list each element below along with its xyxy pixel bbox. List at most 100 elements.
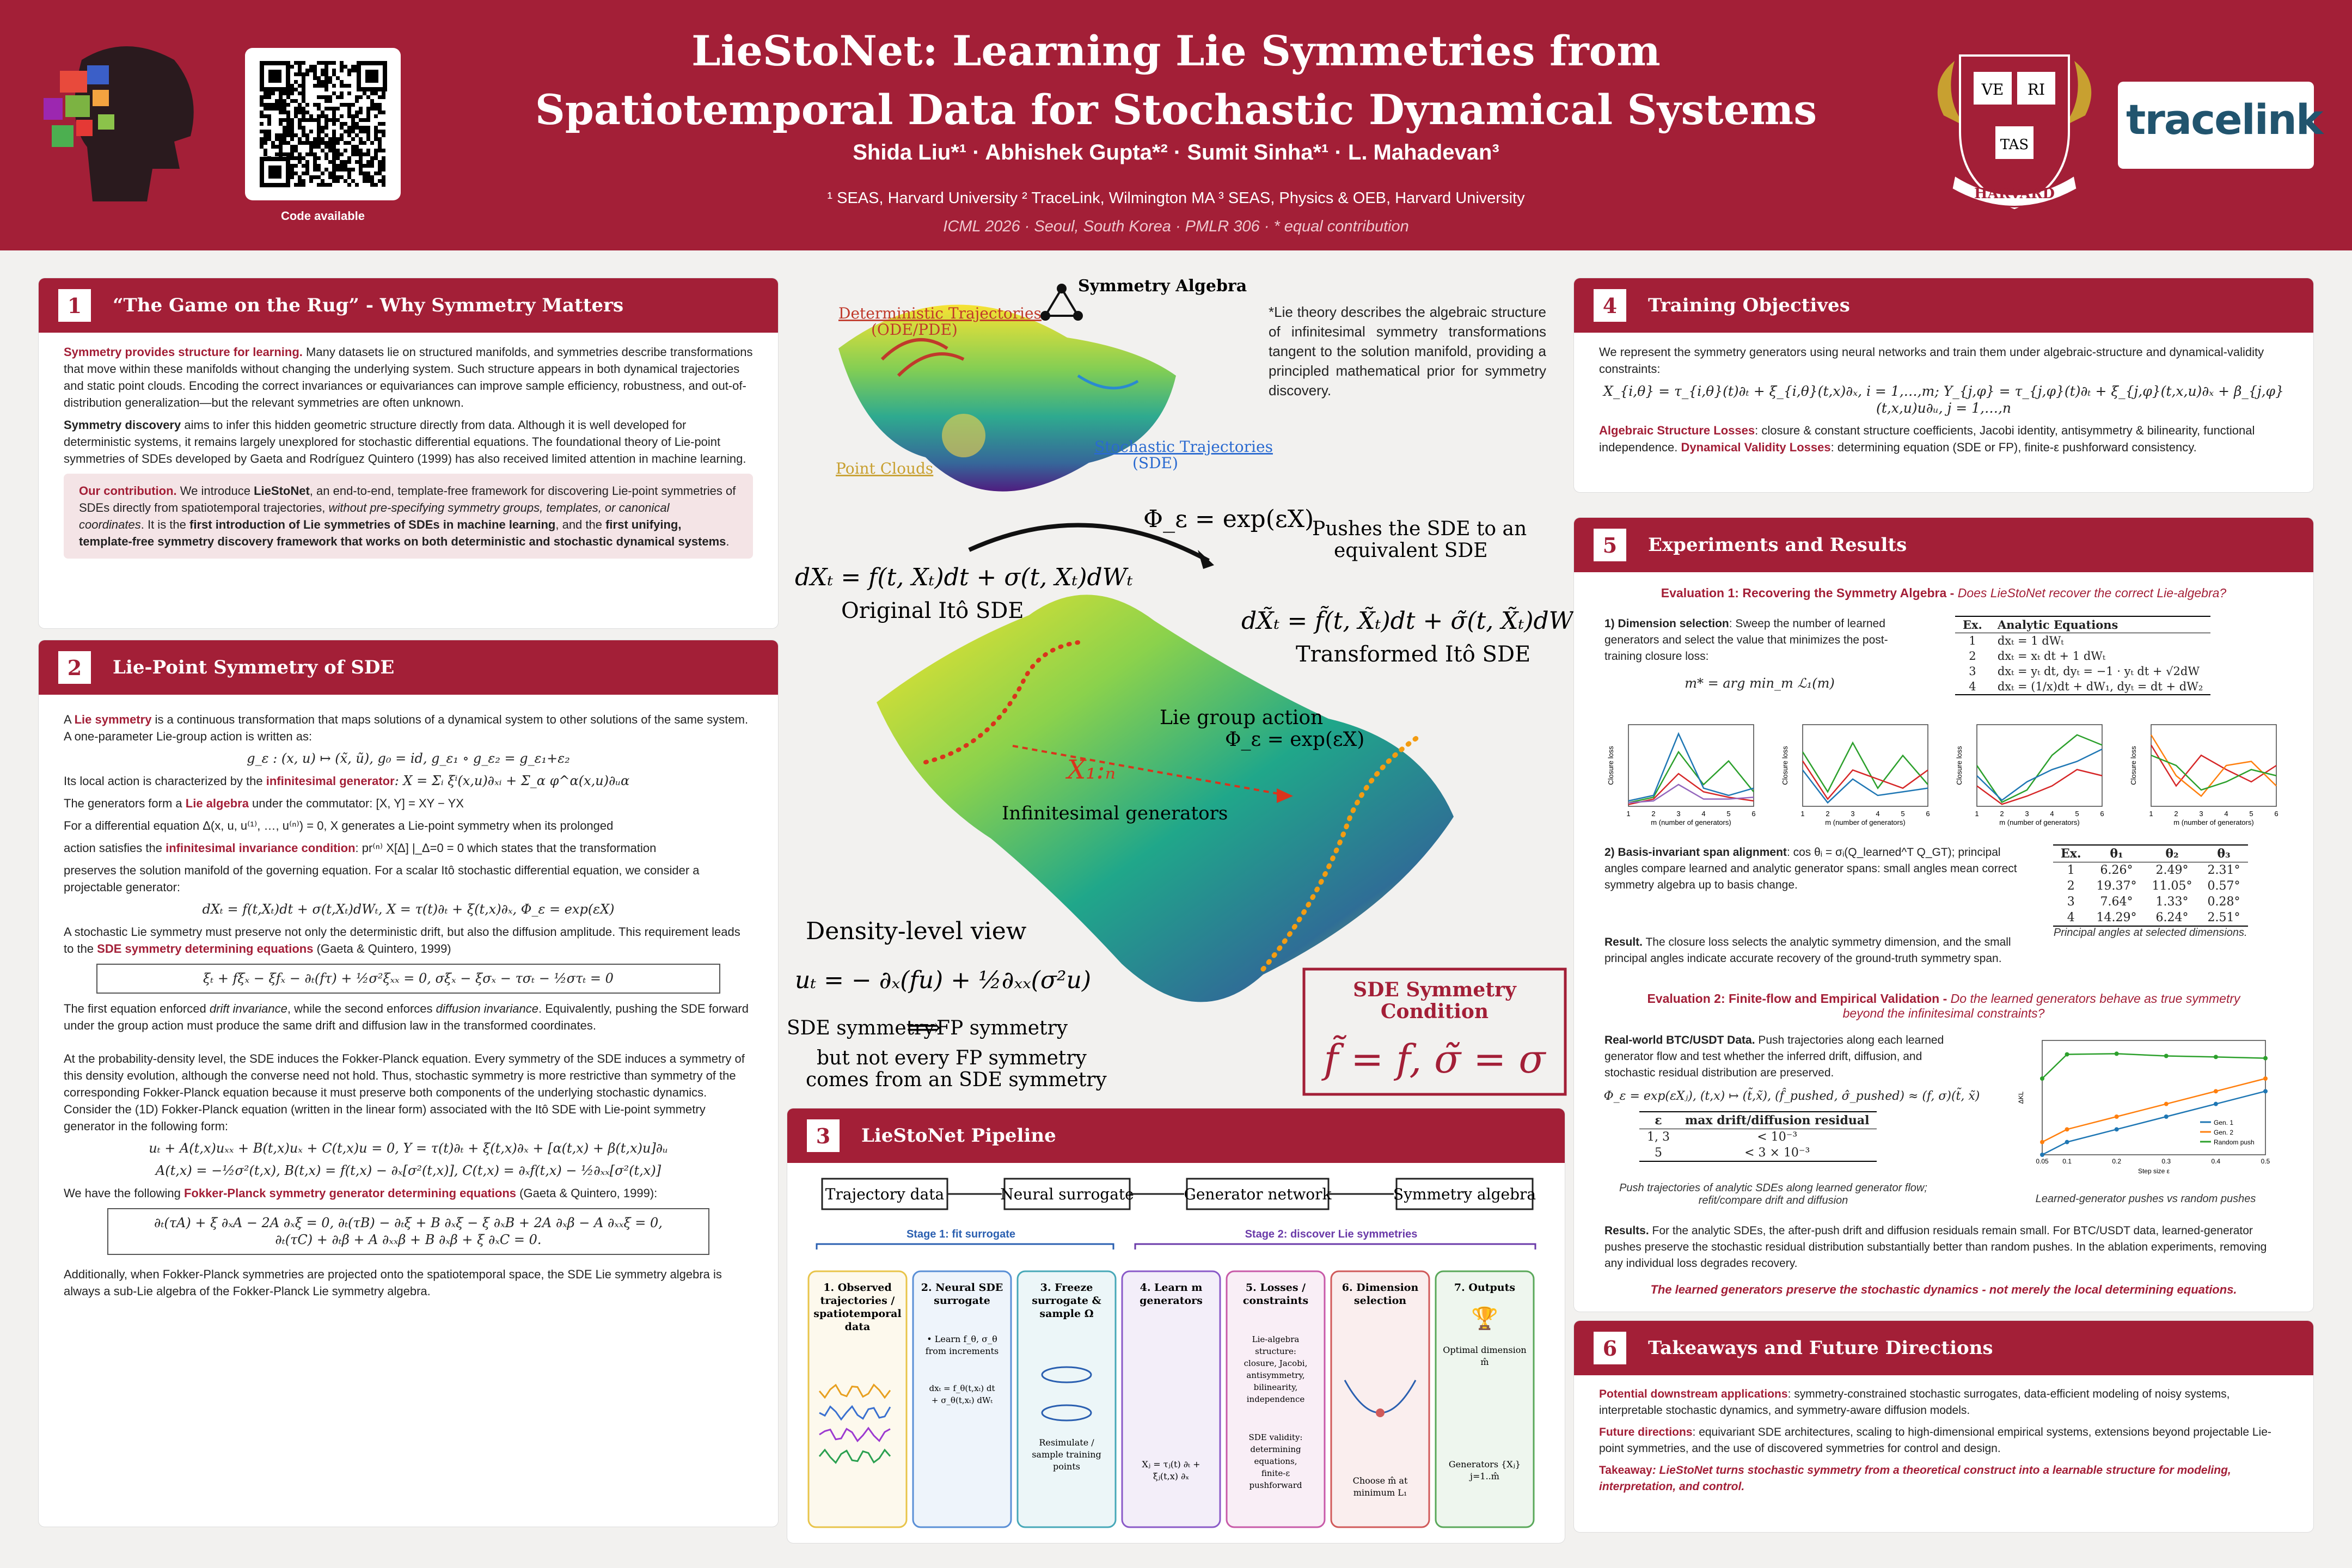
section-number: 3 (807, 1119, 840, 1152)
b5a: independence (1247, 1394, 1305, 1404)
s1-text2: aims to infer this hidden geometric stru… (64, 418, 746, 465)
lie-action-label: Lie group action (1160, 707, 1323, 729)
x-axis-label: m (number of generators) (1825, 818, 1905, 826)
sym-alg-label: Symmetry Algebra (1078, 277, 1247, 296)
eq-sde: dXₜ = f(t,Xₜ)dt + σ(t,Xₜ)dWₜ, X = τ(t)∂ₜ… (202, 902, 615, 917)
tick-label: 1 (1975, 810, 1979, 818)
trans-eq: dX̃ₜ = f̃(t, X̃ₜ)dt + σ̃(t, X̃ₜ)dWₜ (1241, 605, 1579, 635)
dim-eq: m* = arg min_m ℒ₁(m) (1685, 676, 1835, 691)
s1-lead1: Symmetry provides structure for learning… (64, 345, 303, 359)
tick-label: 1 (1800, 810, 1804, 818)
pipeline-box-title: trajectories / (820, 1295, 895, 1307)
pipeline-box-2 (912, 1270, 1012, 1528)
pipeline-box-title: sample Ω (1039, 1308, 1093, 1320)
qr-label: Code available (280, 209, 365, 223)
tracelink-logo: tracelink (2126, 95, 2323, 144)
b5b: determining (1250, 1444, 1301, 1454)
b2a: • Learn f_θ, σ_θ (927, 1334, 997, 1344)
qr-code[interactable] (245, 48, 401, 200)
x-axis-label: m (number of generators) (2173, 818, 2253, 826)
tick-label: 4 (2224, 810, 2228, 818)
b5a: Lie-algebra (1252, 1334, 1300, 1344)
tick-label: 5 (1901, 810, 1904, 818)
pipeline-box-title: 6. Dimension (1342, 1282, 1419, 1294)
y-axis-label: ΔKL (2017, 1091, 2025, 1104)
legend-label: Gen. 1 (2214, 1119, 2233, 1126)
trans-label: Transformed Itô SDE (1296, 642, 1530, 667)
crest-ri: RI (2028, 81, 2045, 99)
section-title: Training Objectives (1648, 295, 1850, 316)
fp-sym-label: FP symmetry (936, 1017, 1068, 1039)
pipeline-figure: Trajectory data Neural surrogate Generat… (807, 1178, 1536, 1528)
crest-harvard: HARVARD (1974, 186, 2055, 202)
minimum-point (1376, 1408, 1385, 1417)
pipeline-box-3 (1016, 1270, 1117, 1528)
cap3: Push trajectories of analytic SDEs along… (1619, 1182, 1927, 1206)
flow-symmetry: Symmetry algebra (1393, 1185, 1536, 1203)
y-axis-label: Closure loss (1781, 746, 1789, 785)
venue: ICML 2026 · Seoul, South Korea · PMLR 30… (943, 218, 1409, 235)
orig-eq: dXₜ = f(t, Xₜ)dt + σ(t, Xₜ)dWₜ (795, 564, 1133, 591)
pipeline-box-1 (807, 1270, 908, 1528)
phi-label: Φ_ε = exp(εX) (1143, 505, 1314, 533)
b2a: from increments (926, 1346, 999, 1356)
s1-lead2: Symmetry discovery (64, 418, 181, 432)
plot-frame (1976, 724, 2103, 807)
lie-note: *Lie theory describes the algebraic stru… (1269, 304, 1546, 399)
cond-title: SDE Symmetry (1353, 978, 1517, 1001)
series-line (1976, 748, 2103, 801)
b7a: Optimal dimension (1443, 1345, 1526, 1355)
pipeline-box-6 (1330, 1270, 1430, 1528)
b5b: pushforward (1250, 1480, 1302, 1490)
b3: sample training (1032, 1449, 1101, 1460)
comes-label: comes from an SDE symmetry (806, 1069, 1107, 1091)
section-title: “The Game on the Rug” - Why Symmetry Mat… (113, 295, 624, 316)
b6: Choose m̂ at (1353, 1475, 1408, 1486)
eq-determining-box: ξₜ + fξₓ − ξfₓ − ∂ₜ(fτ) + ½σ²ξₓₓ = 0, σξ… (96, 964, 720, 994)
x1n-label: X₁:ₙ (1065, 755, 1116, 785)
flow-generator: Generator network (1184, 1185, 1332, 1203)
tick-label: 1 (2149, 810, 2153, 818)
crest-ve: VE (1981, 81, 2004, 99)
flow-trajectory: Trajectory data (825, 1185, 944, 1203)
stoch-sub: (SDE) (1132, 454, 1178, 472)
pipeline-box-title: surrogate & (1032, 1295, 1101, 1307)
fp-eq: uₜ = − ∂ₓ(fu) + ½∂ₓₓ(σ²u) (795, 966, 1091, 994)
database-icon (1041, 1366, 1092, 1383)
pushes-label: Pushes the SDE to an (1312, 518, 1527, 540)
tick-label: 2 (2000, 810, 2004, 818)
tick-label: 0.3 (2161, 1157, 2171, 1165)
tick-label: 0.1 (2062, 1157, 2072, 1165)
tick-label: 5 (1726, 810, 1730, 818)
b5a: closure, Jacobi, (1244, 1358, 1308, 1368)
pipeline-box-title: constraints (1243, 1295, 1308, 1307)
trajectory-trace (819, 1405, 891, 1421)
b5a: bilinearity, (1254, 1382, 1298, 1392)
pipeline-box-title: 7. Outputs (1454, 1282, 1515, 1294)
series-line (1628, 783, 1754, 804)
cond-title2: Condition (1381, 1000, 1489, 1023)
series-line (1802, 769, 1928, 804)
training-eq: X_{i,θ} = τ_{i,θ}(t)∂ₜ + ξ_{i,θ}(t,x)∂ₓ,… (1603, 383, 2284, 416)
contribution-box: Our contribution. We introduce LieStoNet… (64, 474, 753, 559)
b7a: m̂ (1480, 1357, 1489, 1367)
x-axis-label: m (number of generators) (1999, 818, 2079, 826)
y-axis-label: Closure loss (2129, 746, 2137, 785)
tracelink-logo-bg (2118, 82, 2314, 169)
b5b: SDE validity: (1249, 1432, 1303, 1442)
b2b: + σ_θ(t,xₜ) dWₜ (932, 1395, 993, 1405)
tick-label: 5 (2075, 810, 2079, 818)
tick-label: 6 (2100, 810, 2104, 818)
eq-group-action: g_ε : (x, u) ↦ (x̃, ũ), g₀ = id, g_ε₁ ∘ … (247, 751, 570, 766)
inf-gen-label: Infinitesimal generators (1002, 803, 1228, 824)
pipeline-box-4 (1121, 1270, 1221, 1528)
pipeline-box-title: 4. Learn m (1140, 1282, 1203, 1294)
pipeline-box-title: generators (1140, 1295, 1203, 1307)
section-title: Lie-Point Symmetry of SDE (113, 657, 395, 678)
pipeline-box-title: surrogate (934, 1295, 990, 1307)
